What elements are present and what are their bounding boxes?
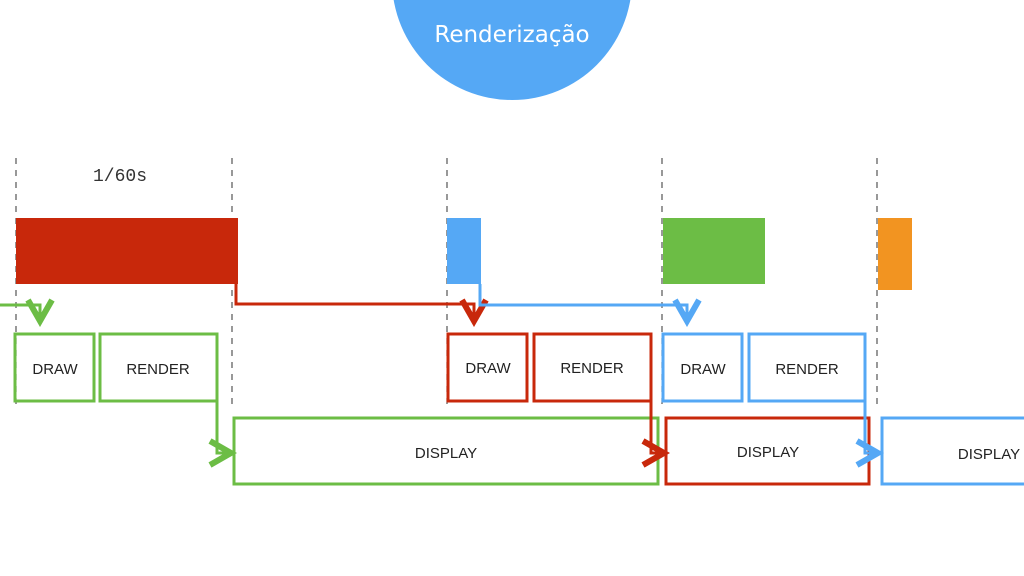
frame-block-blue [447, 218, 481, 284]
frame-block-red [16, 218, 238, 284]
render-label: RENDER [560, 360, 624, 377]
frame-block-green [663, 218, 765, 284]
draw-label: DRAW [32, 361, 78, 378]
draw-box-blue [661, 332, 744, 403]
display-label: DISPLAY [415, 445, 477, 462]
red-connector-arrow [234, 284, 474, 321]
display-label: DISPLAY [737, 444, 799, 461]
draw-label: DRAW [465, 360, 511, 377]
draw-box-red [446, 332, 529, 403]
render-label: RENDER [775, 361, 839, 378]
display-box-blue [880, 416, 1024, 486]
frame-block-orange [878, 218, 912, 290]
blue-connector-arrow [478, 284, 687, 321]
green-frame-pipeline [0, 305, 660, 486]
render-label: RENDER [126, 361, 190, 378]
render-box-red [532, 332, 653, 403]
red-display-arrow [651, 401, 664, 453]
interval-label: 1/60s [93, 167, 147, 187]
draw-box-green [13, 332, 96, 403]
display-label: DISPLAY [958, 446, 1020, 463]
render-box-green [98, 332, 219, 403]
render-box-blue [747, 332, 867, 403]
blue-display-arrow [865, 401, 878, 453]
green-connector-arrow [0, 305, 40, 321]
diagram-title: Renderização [434, 22, 590, 48]
draw-label: DRAW [680, 361, 726, 378]
green-display-arrow [217, 401, 231, 453]
blue-frame-pipeline [478, 284, 1024, 486]
